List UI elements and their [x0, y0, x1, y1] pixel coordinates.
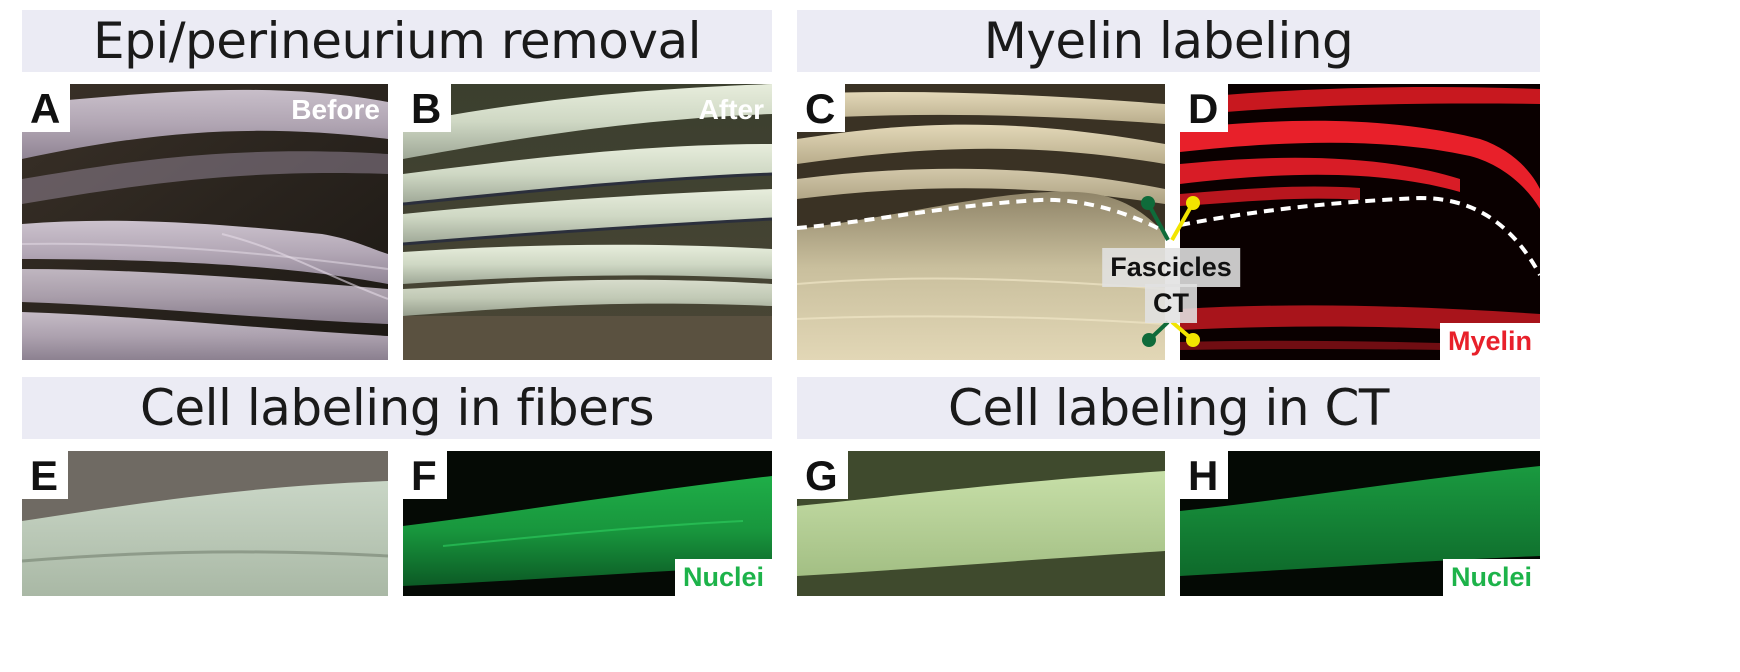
myelin-brightfield-image [797, 84, 1165, 360]
panel-label-b: B [403, 84, 452, 132]
panel-g-brightfield-ct: G [797, 451, 1165, 596]
nerve-before-image [22, 84, 388, 360]
ct-brightfield-image [797, 451, 1165, 596]
nuclei-tag-h: Nuclei [1442, 559, 1540, 596]
ct-annotation: CT [1145, 284, 1197, 323]
panel-label-f: F [403, 451, 447, 499]
panel-f-nuclei-fibers: F Nuclei [403, 451, 772, 596]
before-tag: Before [291, 94, 380, 125]
myelin-fluorescence-image [1180, 84, 1540, 360]
nuclei-tag-f: Nuclei [674, 559, 772, 596]
panel-c-brightfield: C [797, 84, 1165, 360]
fibers-brightfield-image [22, 451, 388, 596]
panel-e-brightfield-fibers: E [22, 451, 388, 596]
header-cell-labeling-ct: Cell labeling in CT [797, 377, 1540, 439]
myelin-tag: Myelin [1439, 323, 1540, 360]
header-myelin-labeling: Myelin labeling [797, 10, 1540, 72]
panel-d-myelin-fluorescence: D Myelin [1180, 84, 1540, 360]
panel-label-h: H [1180, 451, 1229, 499]
panel-b-after: B After [403, 84, 772, 360]
panel-a-before: A Before [22, 84, 388, 360]
panel-label-a: A [22, 84, 71, 132]
panel-label-e: E [22, 451, 69, 499]
panel-label-d: D [1180, 84, 1229, 132]
panel-label-c: C [797, 84, 846, 132]
after-tag: After [698, 94, 764, 125]
panel-label-g: G [797, 451, 848, 499]
fascicles-annotation: Fascicles [1102, 248, 1240, 287]
header-cell-labeling-fibers: Cell labeling in fibers [22, 377, 772, 439]
header-epi-perineurium-removal: Epi/perineurium removal [22, 10, 772, 72]
panel-h-nuclei-ct: H Nuclei [1180, 451, 1540, 596]
nerve-after-image [403, 84, 772, 360]
